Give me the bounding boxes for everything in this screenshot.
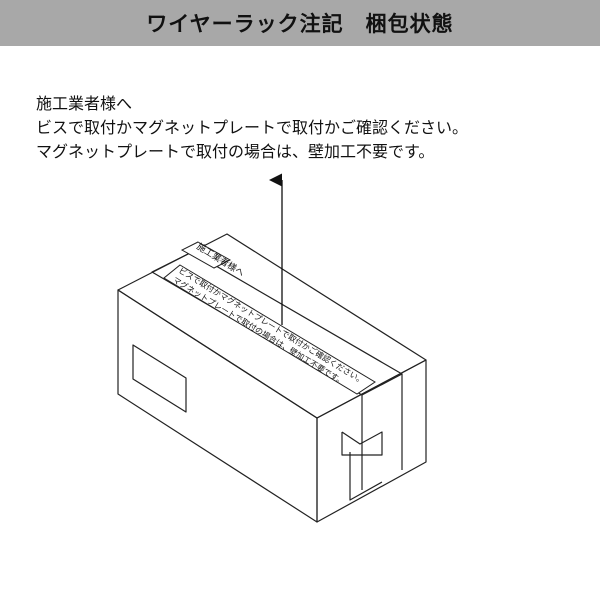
box-front-face	[117, 289, 318, 523]
box-label: 施工業者様へ ビスで取付かマグネットプレートで取付かご確認ください。 マグネット…	[163, 240, 376, 395]
notice-line-2: ビスで取付かマグネットプレートで取付かご確認ください。	[36, 118, 469, 137]
installer-notice: 施工業者様へ ビスで取付かマグネットプレートで取付かご確認ください。 マグネット…	[36, 92, 468, 164]
notice-line-1: 施工業者様へ	[36, 94, 133, 113]
box-right-face	[316, 359, 427, 523]
title-bar: ワイヤーラック注記 梱包状態	[0, 0, 600, 46]
handle-cutout	[132, 344, 187, 413]
side-flap-edge	[349, 452, 383, 501]
page-title: ワイヤーラック注記 梱包状態	[146, 12, 454, 36]
side-flap	[341, 431, 383, 456]
box-label-line-1: ビスで取付かマグネットプレートで取付かご確認ください。	[177, 265, 367, 386]
notice-line-3: マグネットプレートで取付の場合は、壁加工不要です。	[36, 142, 435, 161]
